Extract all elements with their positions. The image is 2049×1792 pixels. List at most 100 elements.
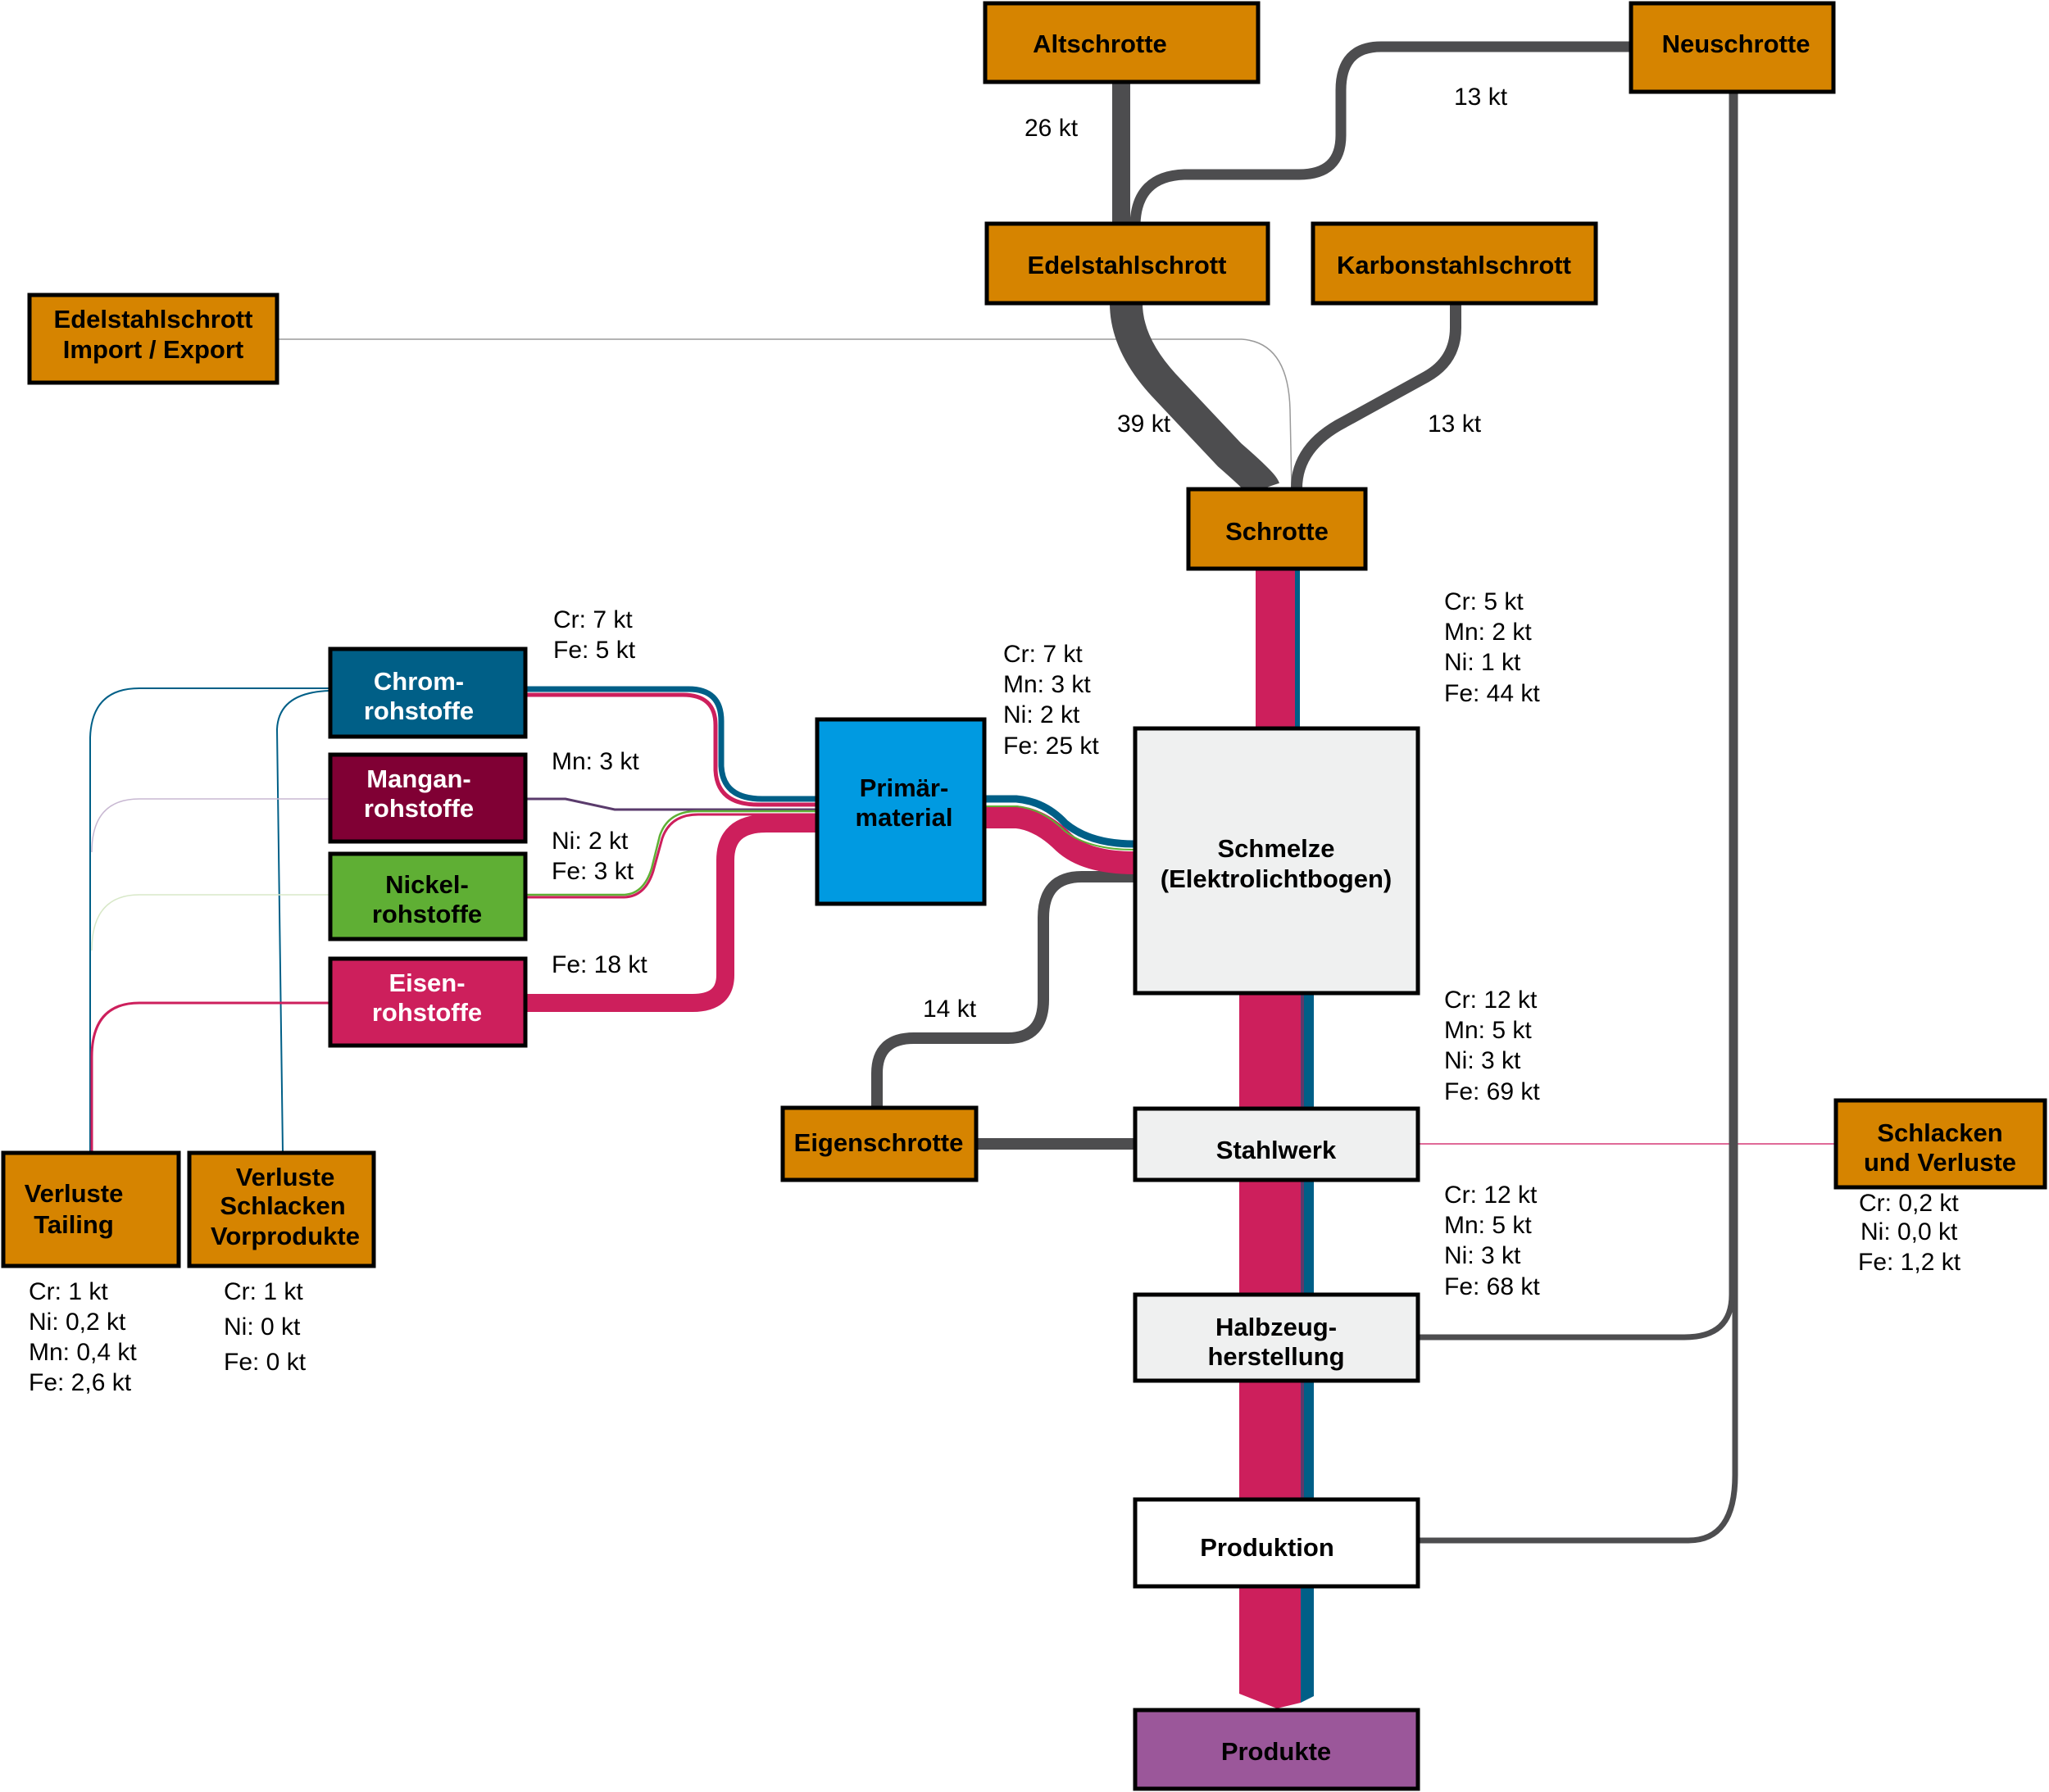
flow-nickel-to-tailing: [91, 894, 329, 951]
flow-nickel-to-primaer-ni: [525, 810, 816, 896]
node-mangan-label-2: rohstoffe: [364, 794, 474, 823]
label-primaer-ni: Ni: 2 kt: [1003, 701, 1080, 728]
label-nickel-fe: Fe: 3 kt: [552, 858, 634, 885]
node-vorprodukte-label-3: Vorprodukte: [211, 1222, 360, 1250]
node-primaermaterial[interactable]: Primär- material: [815, 717, 987, 906]
flow-edel-to-schrotte: [1110, 302, 1279, 497]
main-column: [1239, 569, 1314, 1708]
flow-karbon-to-schrotte: [1291, 303, 1461, 489]
flow-stahlwerk-mix: [1301, 1180, 1304, 1293]
label-primaer-fe: Fe: 25 kt: [1003, 733, 1099, 760]
node-produktion[interactable]: Produktion: [1133, 1497, 1420, 1589]
label-schmelze-mn: Mn: 5 kt: [1444, 1017, 1532, 1044]
label-schrotte-mn: Mn: 2 kt: [1444, 619, 1532, 646]
label-schmelze-cr: Cr: 12 kt: [1444, 987, 1538, 1014]
label-vorprodukte-fe: Fe: 0 kt: [224, 1349, 307, 1376]
label-nickel-ni: Ni: 2 kt: [552, 828, 629, 855]
label-schrotte-fe: Fe: 44 kt: [1444, 680, 1540, 707]
flow-stahlwerk-fe: [1239, 1180, 1301, 1293]
node-produkte[interactable]: Produkte: [1133, 1708, 1420, 1791]
flow-schrotte-cr: [1295, 569, 1300, 728]
label-alt-to-edel: 26 kt: [1024, 115, 1079, 142]
primaer-to-schmelze: [984, 795, 1135, 874]
node-vorprodukte-label-2: Schlacken: [220, 1191, 345, 1220]
flow-schmelze-cr: [1304, 993, 1314, 1108]
node-produkte-label: Produkte: [1221, 1737, 1331, 1766]
node-verluste-vorprodukte[interactable]: Verluste Schlacken Vorprodukte: [187, 1150, 376, 1268]
label-eisen-fe: Fe: 18 kt: [552, 951, 647, 978]
node-halbzeug-label-1: Halbzeug-: [1215, 1313, 1337, 1341]
flow-produktion-cr-arrow: [1301, 1586, 1314, 1703]
label-tailing-cr: Cr: 1 kt: [29, 1278, 108, 1305]
flow-eisen-to-primaer: [525, 814, 816, 1012]
node-schrotte[interactable]: Schrotte: [1186, 487, 1368, 571]
label-tailing-mn: Mn: 0,4 kt: [29, 1339, 137, 1366]
flow-labels: 26 kt 13 kt 39 kt 13 kt Cr: 7 kt Fe: 5 k…: [29, 84, 1961, 1396]
node-eisen-label-2: rohstoffe: [372, 998, 482, 1027]
node-nickel-label-1: Nickel-: [385, 870, 469, 899]
node-karbonstahlschrott-label: Karbonstahlschrott: [1337, 251, 1571, 279]
label-schrotte-ni: Ni: 1 kt: [1444, 649, 1521, 676]
flow-eigen-to-schmelze: [871, 871, 1134, 1106]
node-schrotte-label: Schrotte: [1225, 517, 1329, 546]
node-import-export[interactable]: Edelstahlschrott Import / Export: [27, 293, 279, 385]
node-schlacken-verluste[interactable]: Schlacken und Verluste: [1833, 1098, 2047, 1190]
node-edelstahlschrott[interactable]: Edelstahlschrott: [984, 221, 1270, 306]
node-chrom[interactable]: Chrom- rohstoffe: [328, 646, 528, 739]
label-eigen-to-schmelze: 14 kt: [923, 996, 977, 1023]
flow-neu-to-produktion: [1418, 92, 1738, 1544]
label-tailing-ni: Ni: 0,2 kt: [29, 1309, 126, 1336]
label-chrom-cr: Cr: 7 kt: [553, 606, 633, 633]
flow-neu-branch-halbzeug: [1418, 92, 1735, 1341]
label-tailing-fe: Fe: 2,6 kt: [29, 1369, 132, 1396]
label-neu-to-edel: 13 kt: [1454, 84, 1508, 111]
node-eisen-label-1: Eisen-: [388, 969, 465, 997]
flow-chrom-to-tailing: [89, 687, 329, 1152]
flow-halbzeug-cr: [1304, 1381, 1314, 1499]
label-schrotte-cr: Cr: 5 kt: [1444, 588, 1524, 615]
node-halbzeug[interactable]: Halbzeug- herstellung: [1133, 1292, 1420, 1383]
node-halbzeug-label-2: herstellung: [1207, 1342, 1344, 1371]
node-schmelze-label-1: Schmelze: [1217, 834, 1334, 863]
flow-halbzeug-mix: [1301, 1381, 1304, 1499]
node-altschrotte[interactable]: Altschrotte: [983, 1, 1261, 84]
node-tailing-label-2: Tailing: [34, 1210, 114, 1239]
node-verluste-tailing[interactable]: Verluste Tailing: [1, 1150, 181, 1268]
flow-nickel-to-primaer-fe: [525, 813, 816, 899]
node-stahlwerk[interactable]: Stahlwerk: [1133, 1106, 1420, 1182]
label-schlacken-fe: Fe: 1,2 kt: [1858, 1249, 1961, 1276]
flow-chrom-to-primaer-fe: [525, 692, 816, 807]
node-mangan[interactable]: Mangan- rohstoffe: [328, 752, 528, 844]
scrap-flows: [871, 41, 1738, 1544]
flow-stahlwerk-cr: [1304, 1180, 1314, 1293]
node-eigenschrotte-label: Eigenschrotte: [794, 1128, 964, 1157]
flow-primaer-ni: [984, 805, 1135, 851]
flow-chrom-to-primaer-cr: [525, 686, 816, 802]
flow-neu-to-edel: [1129, 41, 1629, 225]
loss-lines: [89, 338, 1835, 1153]
node-primaer-label-1: Primär-: [860, 774, 949, 802]
label-mangan-mn: Mn: 3 kt: [552, 748, 639, 775]
label-stahlwerk-cr: Cr: 12 kt: [1444, 1182, 1538, 1209]
flow-eisen-to-tailing: [90, 1001, 329, 1152]
node-eisen[interactable]: Eisen- rohstoffe: [328, 956, 528, 1048]
node-schmelze-label-2: (Elektrolichtbogen): [1161, 864, 1392, 893]
node-nickel[interactable]: Nickel- rohstoffe: [328, 851, 528, 941]
flow-halbzeug-fe: [1239, 1381, 1301, 1499]
label-edel-to-schrotte: 39 kt: [1117, 411, 1171, 438]
node-karbonstahlschrott[interactable]: Karbonstahlschrott: [1311, 221, 1598, 306]
node-schmelze[interactable]: Schmelze (Elektrolichtbogen): [1133, 726, 1420, 996]
label-schmelze-ni: Ni: 3 kt: [1444, 1047, 1521, 1074]
label-vorprodukte-cr: Cr: 1 kt: [224, 1278, 303, 1305]
raw-flows: [525, 686, 816, 1012]
flow-primaer-cr: [984, 795, 1135, 848]
label-vorprodukte-ni: Ni: 0 kt: [224, 1313, 301, 1341]
label-schlacken-cr: Cr: 0,2 kt: [1859, 1190, 1959, 1217]
flow-produktion-fe-arrow: [1239, 1586, 1301, 1708]
node-eigenschrotte[interactable]: Eigenschrotte: [780, 1105, 979, 1182]
label-stahlwerk-ni: Ni: 3 kt: [1444, 1242, 1521, 1269]
node-neuschrotte[interactable]: Neuschrotte: [1629, 1, 1836, 94]
node-chrom-label-2: rohstoffe: [364, 696, 474, 725]
